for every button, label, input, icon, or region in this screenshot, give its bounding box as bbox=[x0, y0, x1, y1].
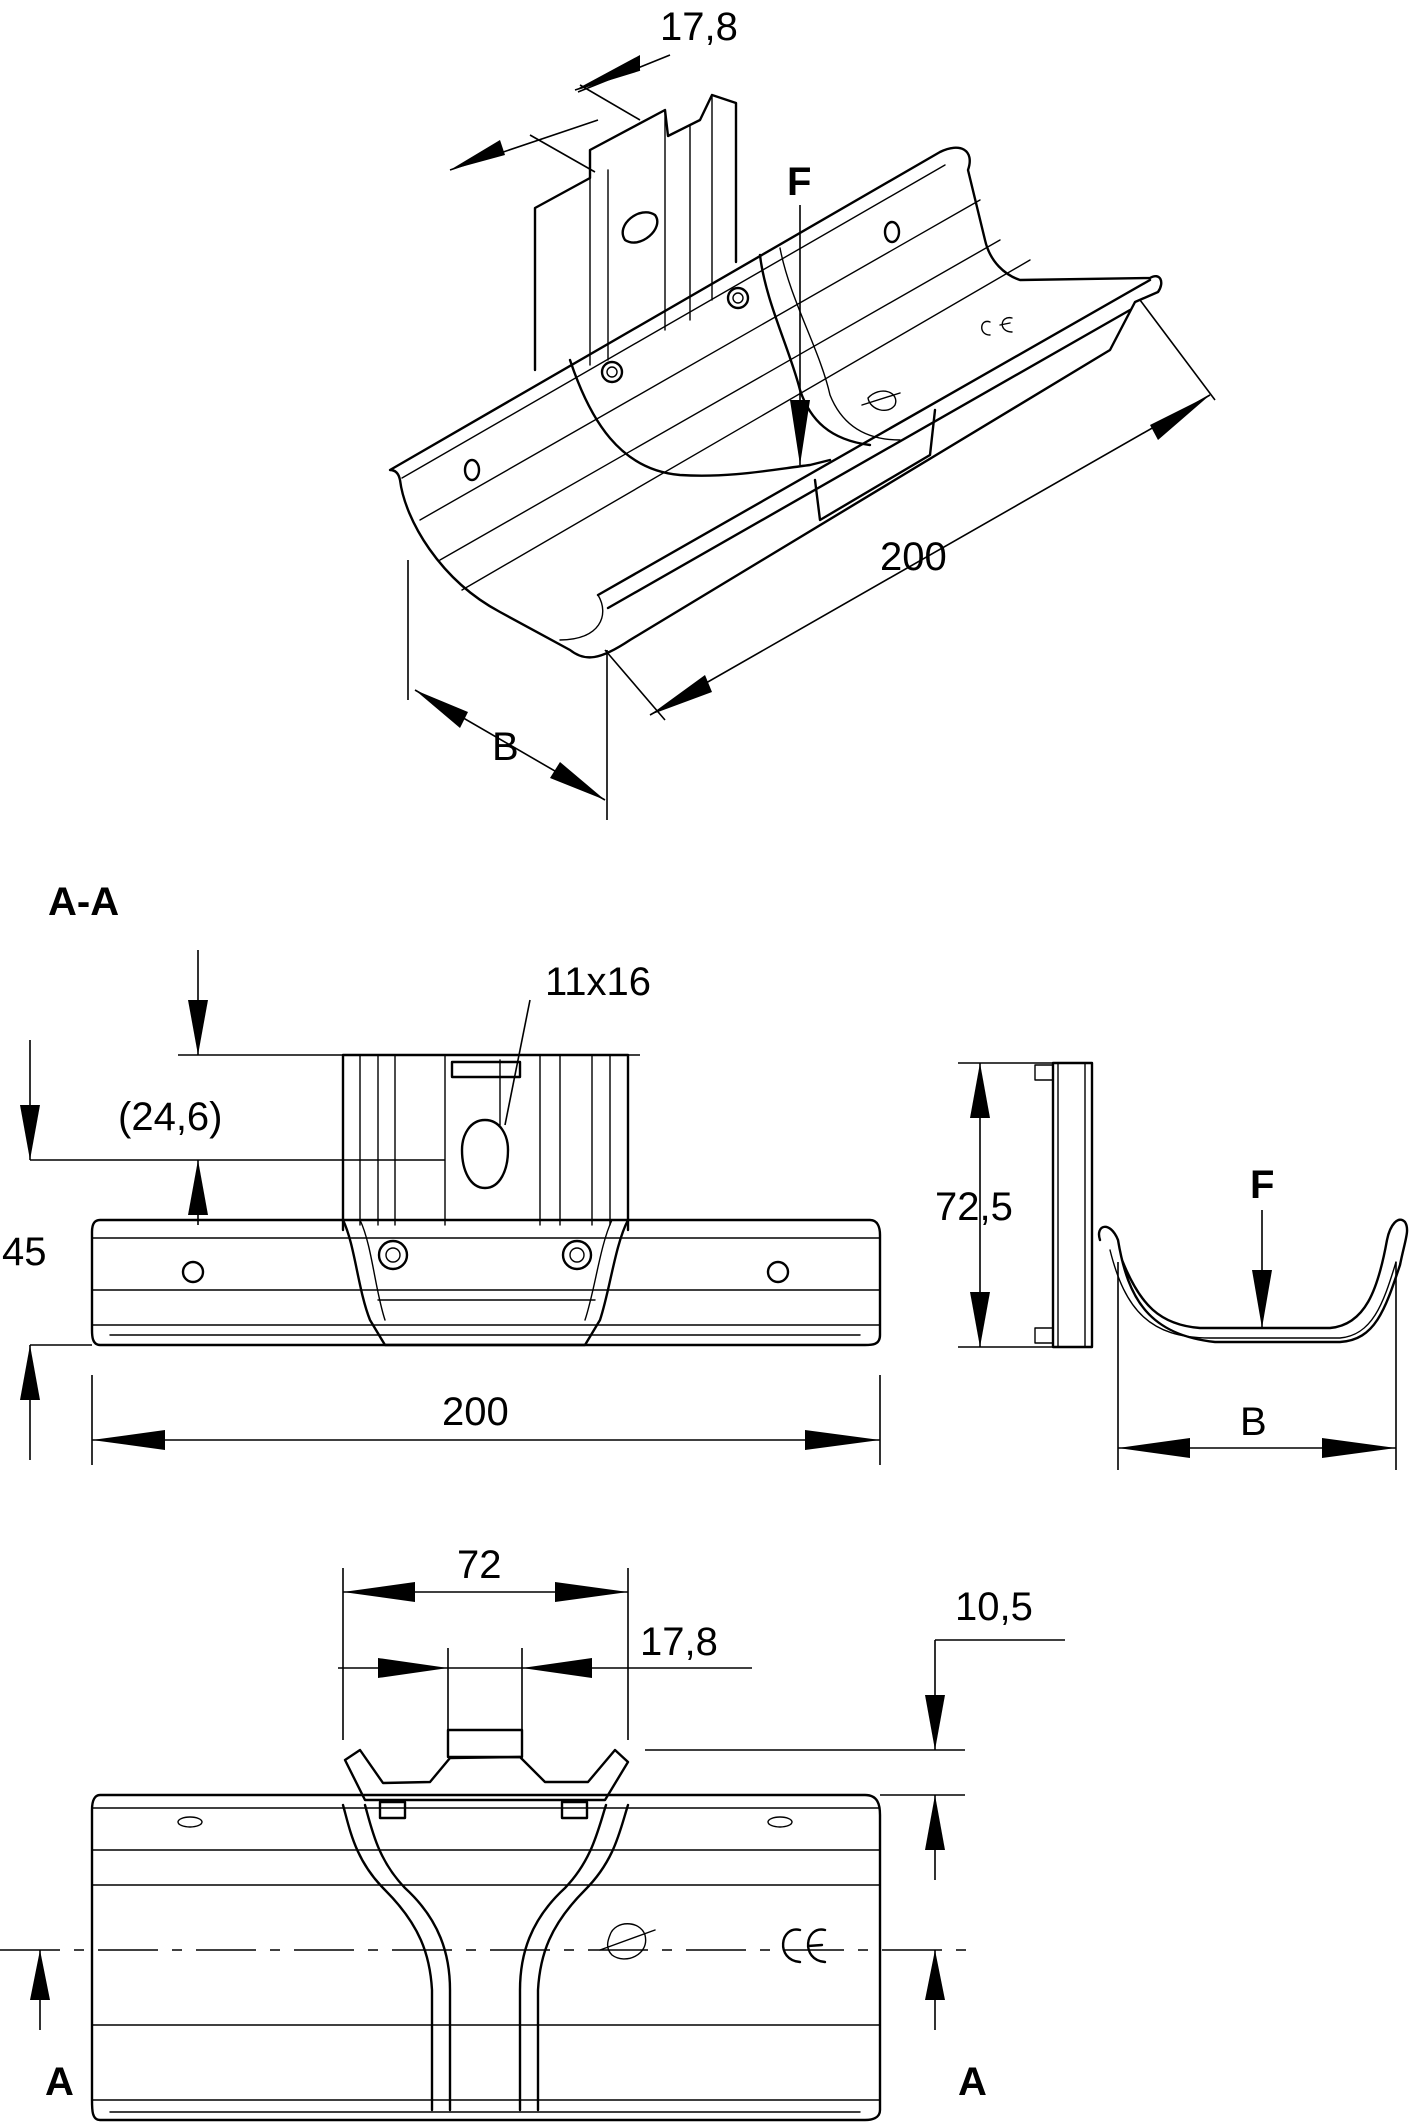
top-section-left: A bbox=[45, 2060, 74, 2104]
side-view: F 72,5 B bbox=[935, 1061, 1409, 1470]
top-section-right: A bbox=[958, 2060, 987, 2104]
side-force-label: F bbox=[1250, 1163, 1274, 1207]
top-dim-post: 17,8 bbox=[640, 1620, 718, 1664]
section-dim-offset: (24,6) bbox=[118, 1095, 223, 1139]
section-title: A-A bbox=[48, 880, 119, 924]
side-dim-height: 72,5 bbox=[935, 1185, 1013, 1229]
top-dim-gap: 10,5 bbox=[955, 1585, 1033, 1629]
section-dim-length: 200 bbox=[442, 1390, 509, 1434]
iso-dim-width: B bbox=[492, 725, 519, 769]
side-dim-width: B bbox=[1240, 1400, 1267, 1444]
section-slot-label: 11x16 bbox=[545, 960, 651, 1004]
iso-dim-top: 17,8 bbox=[660, 5, 738, 49]
isometric-view: 17,8 F 200 B bbox=[388, 5, 1216, 820]
section-dim-height: 45 bbox=[2, 1230, 47, 1274]
top-view: A A 72 17,8 10,5 bbox=[0, 1543, 1065, 2122]
top-dim-width: 72 bbox=[457, 1543, 502, 1587]
section-view: A-A 11x16 (24,6) 45 bbox=[2, 880, 882, 1465]
iso-force-label: F bbox=[787, 160, 811, 204]
iso-dim-length: 200 bbox=[880, 535, 947, 579]
